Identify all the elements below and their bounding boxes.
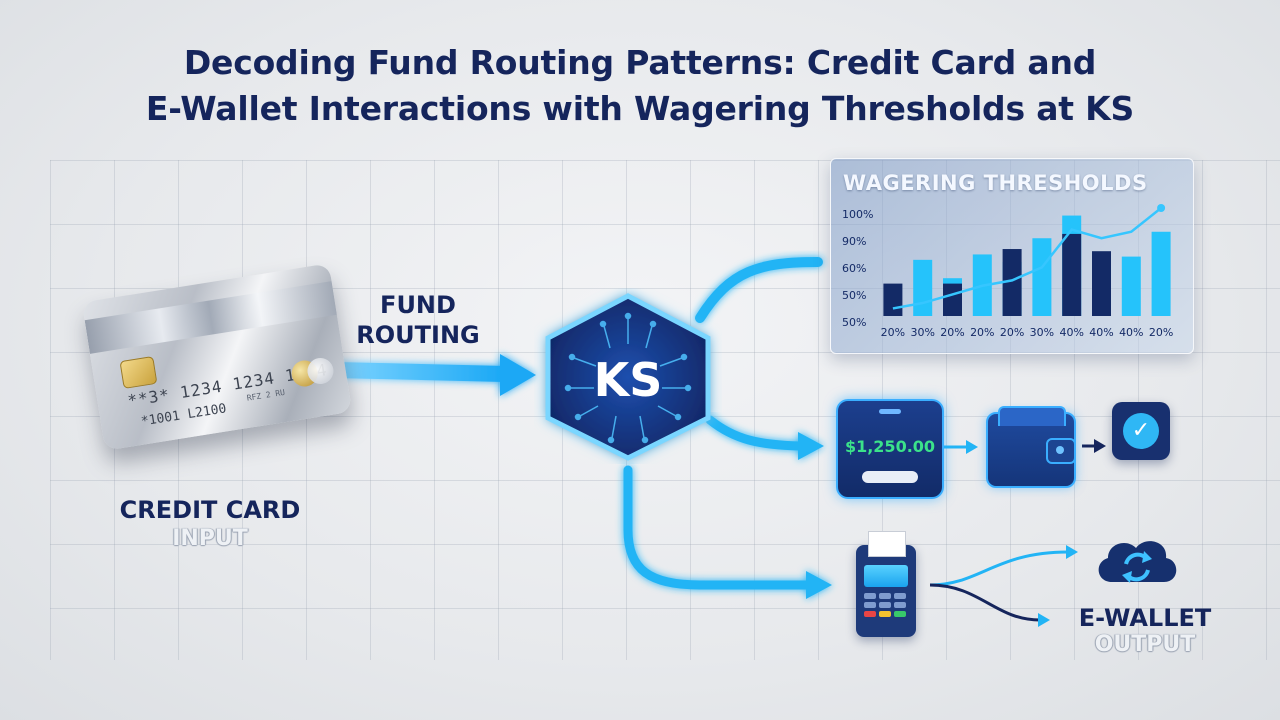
terminal-split-connector	[929, 545, 1078, 627]
wagering-chart: 100% 90% 60% 50% 50% 20% 30% 20% 20% 20% 30% 40% 40%…	[842, 204, 1173, 339]
payment-terminal-icon	[856, 531, 916, 637]
x-tick-label: 20%	[1000, 326, 1024, 339]
receipt-paper	[868, 531, 906, 557]
ks-label: KS	[594, 353, 663, 407]
phone-button	[862, 471, 918, 483]
phone-notch	[879, 409, 901, 414]
bar-dark	[883, 283, 903, 316]
wallet-flap	[998, 406, 1066, 426]
enter-key	[894, 611, 906, 617]
card-to-hub-arrow	[327, 354, 536, 396]
x-tick-label: 30%	[910, 326, 934, 339]
wallet-clasp	[1046, 438, 1076, 464]
y-tick-label: 90%	[842, 235, 866, 248]
ks-circuit-hexagon-icon	[545, 293, 711, 461]
trend-end-point	[1157, 204, 1166, 212]
balance-amount: $1,250.00	[844, 437, 936, 456]
hub-to-phone-arrow	[705, 415, 824, 460]
x-tick-label: 40%	[1119, 326, 1143, 339]
credit-card-label: CREDIT CARD	[119, 496, 301, 524]
y-tick-label: 100%	[842, 208, 873, 221]
terminal-keypad	[864, 593, 908, 617]
fund-routing-line2: ROUTING	[356, 321, 480, 349]
cancel-key	[864, 611, 876, 617]
wallet-icon	[986, 406, 1076, 488]
checkmark-icon: ✓	[1112, 402, 1170, 460]
key	[894, 593, 906, 599]
terminal-screen	[864, 565, 908, 587]
x-tick-label: 20%	[1149, 326, 1173, 339]
x-tick-label: 20%	[970, 326, 994, 339]
bar-dark	[943, 283, 962, 316]
bar-dark	[1002, 249, 1022, 316]
bar-dark	[1092, 251, 1111, 316]
ewallet-label: E-WALLET	[1078, 604, 1212, 632]
key	[864, 602, 876, 608]
key	[879, 602, 891, 608]
ks-hub: KS	[545, 293, 711, 461]
key	[894, 602, 906, 608]
fund-routing-label: FUND ROUTING	[350, 290, 486, 350]
y-tick-label: 50%	[842, 289, 866, 302]
y-tick-label: 60%	[842, 262, 866, 275]
key	[879, 593, 891, 599]
bar-light	[1121, 256, 1141, 316]
checkmark-circle: ✓	[1123, 413, 1159, 449]
x-tick-label: 30%	[1030, 326, 1054, 339]
bar-light	[1032, 238, 1052, 316]
key	[864, 593, 876, 599]
y-tick-label: 50%	[842, 316, 866, 329]
x-tick-label: 40%	[1089, 326, 1113, 339]
wallet-to-check-arrow	[1082, 439, 1106, 453]
x-tick-label: 20%	[881, 326, 905, 339]
page-title-line1: Decoding Fund Routing Patterns: Credit C…	[183, 43, 1097, 82]
ewallet-output-label: OUTPUT	[1094, 632, 1196, 657]
x-tick-label: 20%	[940, 326, 964, 339]
chip-icon	[119, 355, 158, 389]
fund-routing-line1: FUND	[380, 291, 456, 319]
hub-to-panel-curve	[695, 257, 823, 323]
hub-to-terminal-arrow	[623, 465, 832, 599]
cloud-sync-icon	[1098, 541, 1177, 583]
clear-key	[879, 611, 891, 617]
x-tick-label: 40%	[1059, 326, 1083, 339]
phone-to-wallet-arrow	[944, 440, 978, 454]
bar-light	[1151, 231, 1171, 316]
bar-light	[913, 259, 933, 316]
circuit-traces	[564, 312, 692, 444]
credit-card-input-label: INPUT	[172, 526, 248, 551]
overlay-trend-line	[892, 207, 1162, 310]
phone-icon: $1,250.00	[836, 399, 944, 499]
page-title-line2: E-Wallet Interactions with Wagering Thre…	[145, 89, 1135, 128]
bar-dark	[1062, 233, 1082, 316]
wagering-thresholds-title: WAGERING THRESHOLDS	[843, 171, 1148, 195]
